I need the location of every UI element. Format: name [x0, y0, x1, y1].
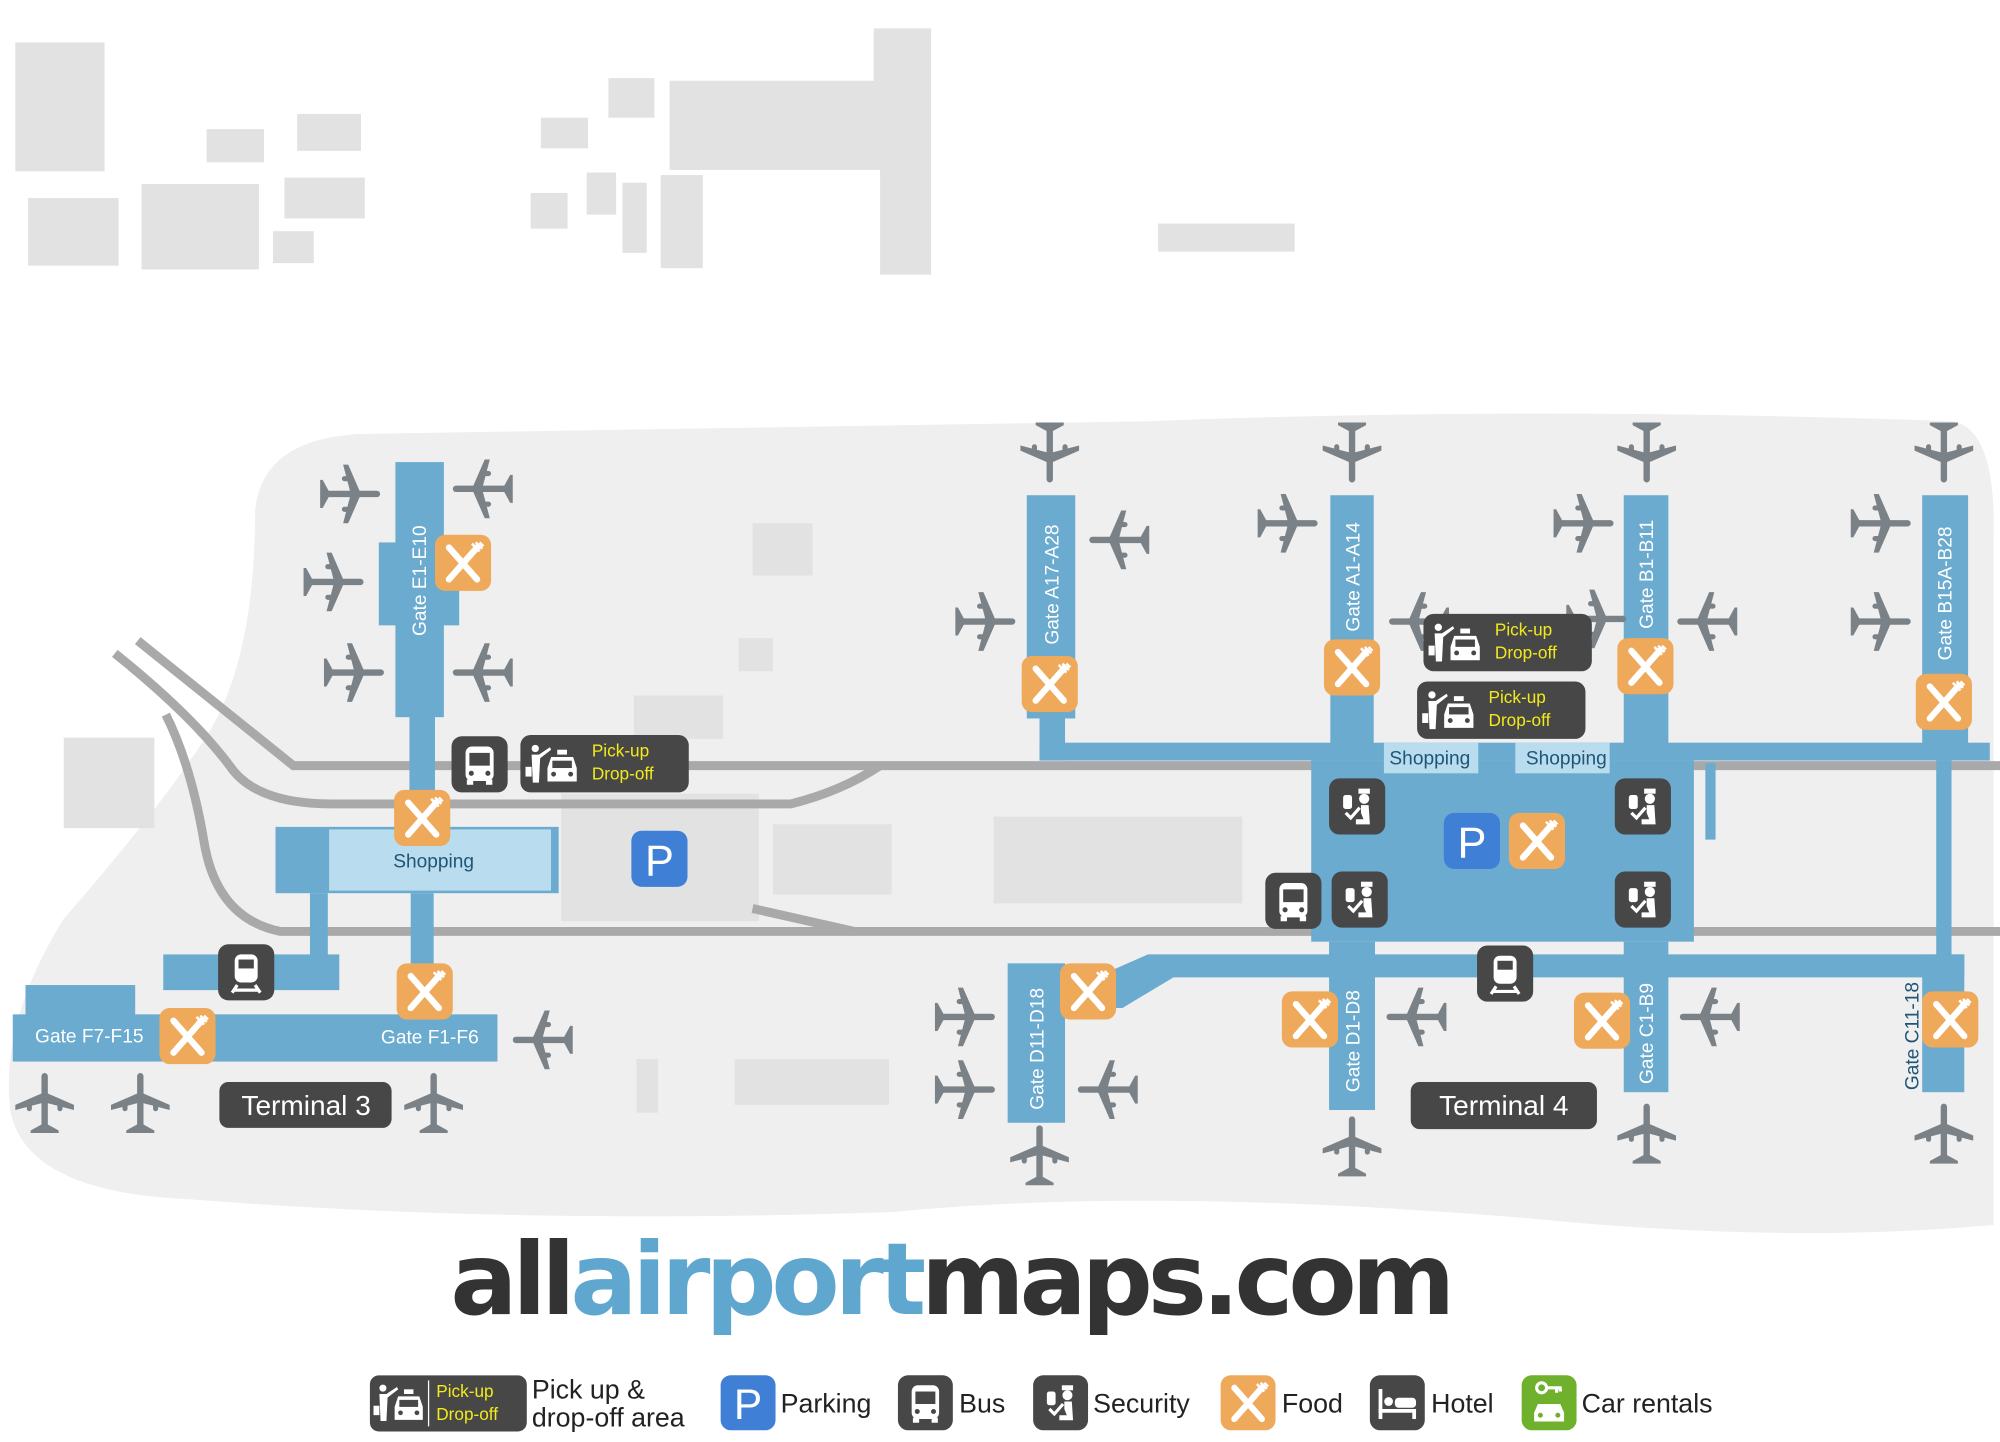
terminal-4-label: Terminal 4 — [1410, 1081, 1597, 1130]
food-icon[interactable] — [1022, 656, 1078, 712]
food-icon[interactable] — [394, 790, 450, 846]
background-buildings — [15, 28, 1295, 275]
terminal-3-text: Terminal 3 — [241, 1090, 370, 1121]
dropoff-label: Drop-off — [436, 1404, 498, 1424]
parking-icon — [720, 1375, 776, 1431]
gate-label-c1-b9: Gate C1-B9 — [1637, 983, 1658, 1084]
train-icon[interactable] — [1475, 944, 1535, 1003]
shopping-label-t4b: Shopping — [1526, 748, 1607, 769]
food-icon[interactable] — [1509, 813, 1565, 869]
parking-icon[interactable] — [631, 830, 688, 887]
pickup-dropoff-badge-t3[interactable]: Pick-up Drop-off — [520, 735, 689, 793]
car-rental-icon — [1520, 1374, 1578, 1432]
dropoff-label: Drop-off — [1489, 710, 1551, 730]
shopping-area-t4a — [1383, 742, 1479, 774]
logo-part-all: all — [450, 1223, 570, 1338]
legend: Pick-up Drop-off Pick up & drop-off area… — [369, 1374, 1713, 1432]
food-icon[interactable] — [1574, 993, 1630, 1049]
gate-label-b1-b11: Gate B1-B11 — [1637, 520, 1658, 629]
food-icon[interactable] — [397, 963, 453, 1019]
shopping-label-t4a: Shopping — [1389, 748, 1470, 769]
food-icon[interactable] — [1617, 638, 1673, 694]
security-icon — [1031, 1374, 1090, 1432]
legend-pickup-line1: Pick up & — [532, 1374, 645, 1404]
pickup-dropoff-badge-t4a[interactable]: Pick-up Drop-off — [1423, 613, 1592, 672]
legend-hotel: Hotel — [1431, 1388, 1493, 1418]
legend-car-rentals: Car rentals — [1582, 1388, 1713, 1418]
legend-food: Food — [1282, 1388, 1343, 1418]
legend-pickup: Pick-up Drop-off Pick up & drop-off area — [369, 1374, 685, 1432]
bus-icon — [897, 1375, 953, 1431]
pickup-label: Pick-up — [1495, 620, 1552, 640]
pickup-label: Pick-up — [436, 1381, 493, 1401]
gate-label-d11-d18: Gate D11-D18 — [1027, 988, 1048, 1110]
dropoff-label: Drop-off — [592, 764, 654, 784]
bus-icon[interactable] — [451, 736, 508, 793]
dropoff-label: Drop-off — [1495, 643, 1557, 663]
pickup-dropoff-badge-t4b[interactable]: Pick-up Drop-off — [1417, 681, 1586, 739]
gate-label-f7-f15: Gate F7-F15 — [35, 1026, 143, 1047]
gate-label-c11-18: Gate C11-18 — [1902, 982, 1923, 1090]
food-icon[interactable] — [1282, 991, 1338, 1047]
airport-buildings — [63, 523, 1243, 1113]
food-icon — [1221, 1375, 1276, 1430]
pickup-label: Pick-up — [1489, 687, 1546, 707]
legend-parking: Parking — [781, 1388, 872, 1418]
site-logo: allairportmaps.com — [450, 1223, 1450, 1338]
gate-label-d1-d8: Gate D1-D8 — [1344, 990, 1365, 1092]
logo-part-airport: airport — [570, 1223, 924, 1338]
food-icon[interactable] — [159, 1008, 215, 1064]
gate-label-e1-e10: Gate E1-E10 — [410, 525, 431, 636]
hotel-icon — [1369, 1375, 1425, 1431]
pickup-label: Pick-up — [592, 741, 649, 761]
roads — [112, 637, 2000, 936]
food-icon[interactable] — [1060, 963, 1116, 1019]
security-icon[interactable] — [1330, 870, 1390, 929]
food-icon[interactable] — [1922, 991, 1978, 1047]
train-icon[interactable] — [216, 942, 276, 1002]
security-icon[interactable] — [1613, 777, 1673, 836]
terminal-3-label: Terminal 3 — [219, 1081, 392, 1128]
legend-pickup-line2: drop-off area — [532, 1402, 685, 1432]
security-icon[interactable] — [1613, 870, 1673, 929]
logo-part-maps: maps.com — [921, 1223, 1450, 1338]
terminal-4-text: Terminal 4 — [1439, 1090, 1568, 1121]
legend-bus: Bus — [959, 1388, 1005, 1418]
security-icon[interactable] — [1327, 777, 1387, 836]
food-icon[interactable] — [1916, 674, 1972, 730]
shopping-area-t4b — [1515, 742, 1610, 774]
parking-icon[interactable] — [1443, 812, 1500, 869]
gate-label-a17-a28: Gate A17-A28 — [1043, 524, 1064, 644]
food-icon[interactable] — [435, 535, 491, 591]
gate-label-f1-f6: Gate F1-F6 — [381, 1028, 479, 1049]
gate-label-a1-a14: Gate A1-A14 — [1344, 522, 1365, 632]
food-icon[interactable] — [1324, 639, 1380, 695]
legend-security: Security — [1093, 1388, 1190, 1418]
gate-label-b15a-b28: Gate B15A-B28 — [1936, 526, 1957, 660]
bus-icon[interactable] — [1265, 872, 1322, 929]
shopping-label-t3: Shopping — [393, 852, 474, 873]
